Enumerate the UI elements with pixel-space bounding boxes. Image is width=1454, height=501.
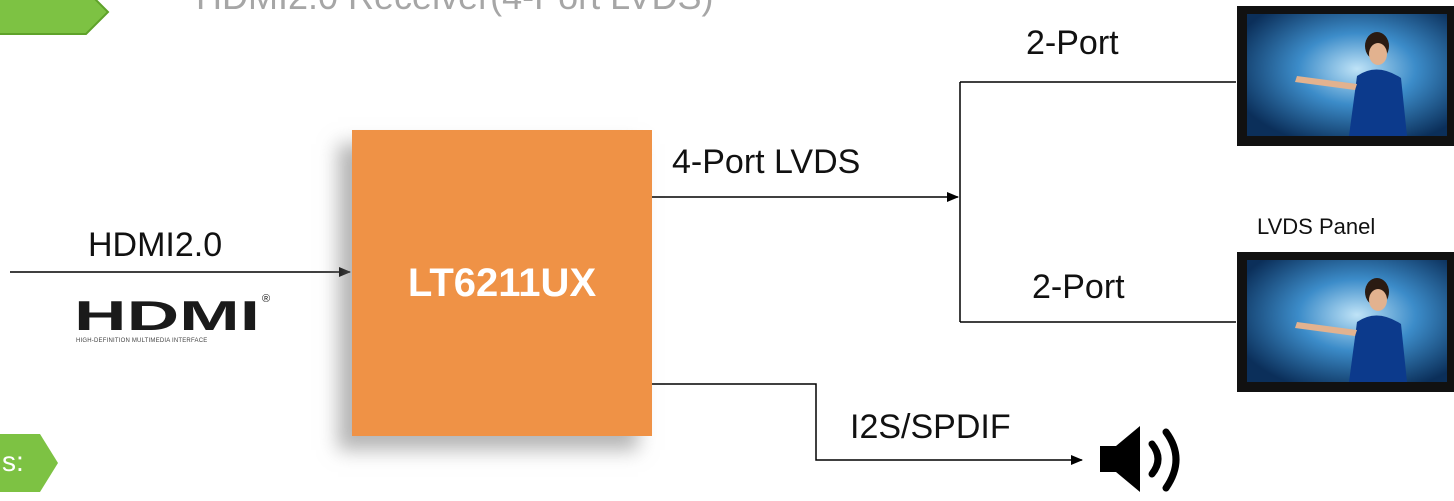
green-badge-top (0, 0, 110, 38)
display-panel-top-icon (1237, 6, 1454, 146)
green-badge-bottom (0, 434, 64, 492)
chip-label: LT6211UX (407, 260, 597, 305)
lt6211ux-chip-block: LT6211UX (352, 130, 652, 436)
hdmi-logo-tagline: HIGH-DEFINITION MULTIMEDIA INTERFACE (76, 338, 208, 344)
display-panel-bottom-icon (1237, 252, 1454, 392)
svg-text:HDMI: HDMI (74, 296, 260, 336)
audio-output-arrow (652, 383, 1083, 465)
speaker-icon (1094, 416, 1204, 496)
lvds-output-label: 4-Port LVDS (672, 143, 861, 181)
panel-top-graphic (1237, 6, 1454, 146)
hdmi-input-label: HDMI2.0 (88, 226, 223, 264)
lvds-panel-label: LVDS Panel (1257, 214, 1376, 239)
page-title: HDMI2.0 Receiver(4-Port LVDS) (196, 0, 713, 18)
hdmi-logo-icon: HDMI (74, 292, 274, 344)
badge-shape (0, 0, 110, 35)
hdmi-logo-registered: ® (262, 293, 271, 305)
badge-bottom-shape (0, 434, 58, 492)
panel-bottom-graphic (1237, 252, 1454, 392)
port-bottom-label: 2-Port (1032, 268, 1125, 306)
speaker-graphic (1100, 426, 1180, 492)
hdmi-logo-graphic: HDMI (74, 292, 260, 339)
audio-output-label: I2S/SPDIF (850, 408, 1011, 446)
port-top-label: 2-Port (1026, 24, 1119, 62)
badge-bottom-text: s: (2, 446, 24, 477)
